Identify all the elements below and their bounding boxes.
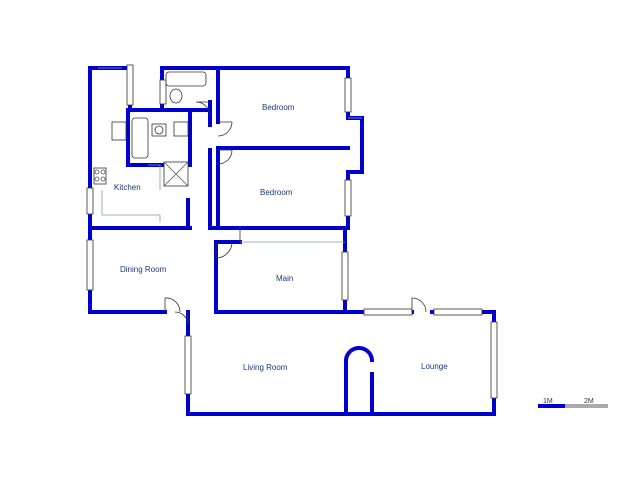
main-west-wall: [214, 240, 364, 314]
bedroom1-window: [344, 77, 352, 113]
kitchen-sink-icon: [111, 121, 127, 141]
scale-label-1m: 1M: [543, 398, 553, 405]
scale-segment-dark: [538, 404, 565, 408]
west-wall: [88, 66, 167, 314]
lounge-top-window-b: [433, 308, 483, 316]
room-label-main: Main: [276, 274, 293, 283]
main-window: [341, 251, 349, 301]
lounge-door: [411, 297, 427, 313]
room-label-living-room: Living Room: [243, 363, 288, 372]
room-label-kitchen: Kitchen: [114, 183, 141, 192]
shower-tub-icon: [131, 117, 149, 159]
toilet-icon: [169, 88, 183, 104]
scale-bar: 1M 2M: [538, 398, 608, 408]
kitchen-counter: [101, 190, 161, 222]
living-outer-wall: [186, 310, 496, 416]
living-window: [184, 335, 192, 395]
thin-lines: [98, 67, 362, 243]
stove-burner-icon: [100, 176, 106, 182]
stove-burner-icon: [94, 176, 100, 182]
stove-burner-icon: [100, 169, 106, 175]
doors: [164, 101, 427, 326]
living-door: [174, 311, 189, 326]
scale-label-2m: 2M: [584, 398, 594, 405]
bathroom-window: [159, 79, 167, 105]
dining-door: [164, 297, 181, 313]
room-label-dining-room: Dining Room: [120, 265, 167, 274]
basin2-icon: [173, 121, 189, 137]
bathtub-icon: [165, 71, 207, 87]
basin-bowl-icon: [154, 125, 164, 135]
bedroom2-window: [344, 179, 352, 217]
kitchen-west-window: [86, 187, 94, 215]
room-label-lounge: Lounge: [421, 362, 448, 371]
kitchen-counter-b: [148, 164, 161, 190]
room-label-bedroom-2: Bedroom: [260, 188, 293, 197]
lounge-window: [490, 321, 498, 399]
bedroom1-outer-wall: [216, 66, 364, 174]
fixtures: [93, 71, 207, 187]
bedroom1-door: [217, 121, 233, 137]
passage-wall-b: [208, 148, 347, 230]
scale-segment-light: [565, 404, 608, 408]
room-labels: Bedroom Bedroom Kitchen Dining Room Main…: [114, 103, 448, 372]
stove-burner-icon: [94, 169, 100, 175]
arch-wall: [343, 346, 375, 416]
stove-icon: [93, 167, 107, 185]
bedroom2-door: [217, 149, 233, 165]
lounge-top-window-a: [363, 308, 413, 316]
room-label-bedroom-1: Bedroom: [262, 103, 295, 112]
main-door: [215, 241, 233, 259]
kitchen-window: [126, 64, 134, 106]
dining-window: [86, 239, 94, 291]
shower-drain-icon: [163, 161, 189, 187]
bathroom-door: [195, 101, 211, 117]
windows: [86, 64, 498, 399]
